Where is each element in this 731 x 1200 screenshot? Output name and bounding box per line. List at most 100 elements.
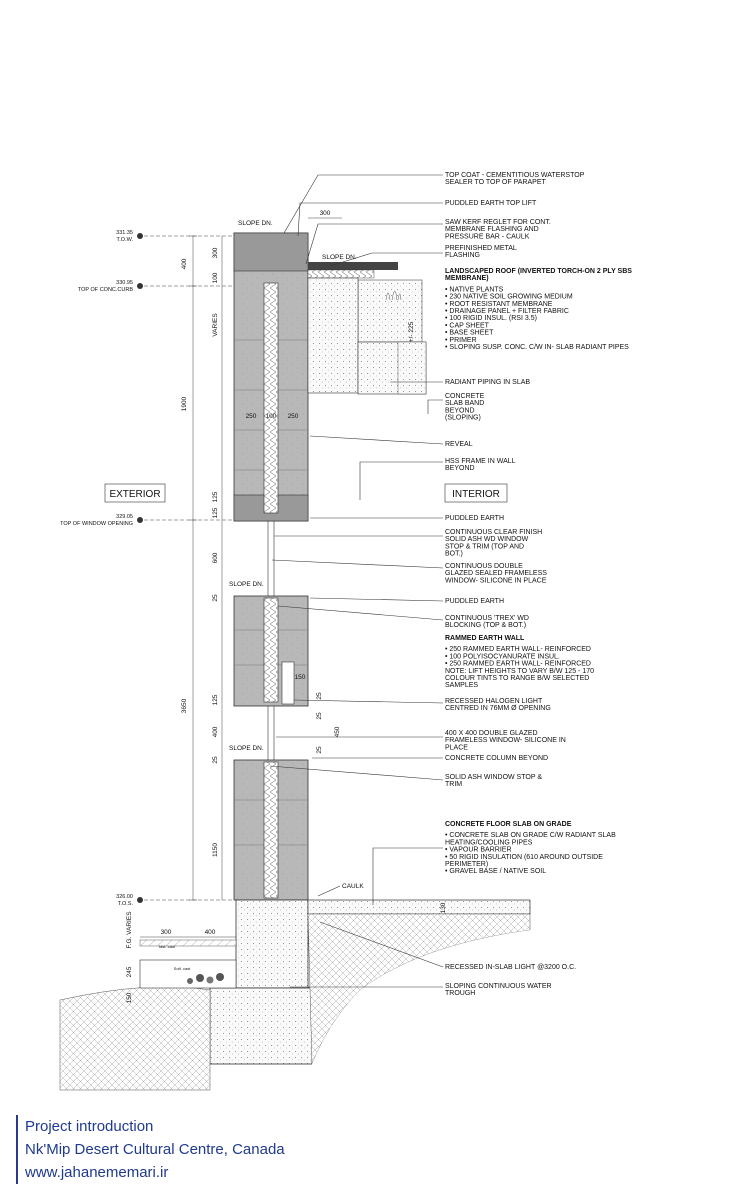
note-line: PUDDLED EARTH [445, 598, 504, 605]
room-labels: EXTERIOR INTERIOR [104, 483, 508, 503]
spec-title: MEMBRANE) [445, 275, 489, 282]
dim-label: 150 [126, 992, 133, 1003]
footer-project: Nk'Mip Desert Cultural Centre, Canada [25, 1141, 285, 1158]
annotation-notes: TOP COAT - CEMENTITIOUS WATERSTOPSEALER … [445, 172, 585, 997]
dim-label: 250 [246, 413, 257, 420]
dim-label: F.G. VARIES [126, 911, 133, 949]
slope-labels: SLOPE DN. SLOPE DN. SLOPE DN. SLOPE DN. … [229, 220, 364, 897]
dim-label: 125 [212, 507, 219, 518]
landscaped-roof [307, 262, 427, 395]
spec-item: • GRAVEL BASE / NATIVE SOIL [445, 868, 546, 875]
dim-label: 100 [266, 413, 277, 420]
spec-item: • SLOPING SUSP. CONC. C/W IN- SLAB RADIA… [445, 344, 629, 351]
spec-item: • 100 POLYISOCYANURATE INSUL. [445, 653, 560, 660]
note-line: PREFINISHED METAL [445, 245, 517, 252]
note-line: RECESSED IN-SLAB LIGHT @3200 O.C. [445, 964, 576, 971]
note-line: FRAMELESS WINDOW- SILICONE IN [445, 737, 566, 744]
dim-label: 125 [212, 491, 219, 502]
note-line: BLOCKING (TOP & BOT.) [445, 622, 526, 629]
dim-label: 450 [334, 726, 341, 737]
interior-label: INTERIOR [452, 489, 500, 500]
foundation [59, 899, 531, 1091]
note-line: CONTINUOUS DOUBLE [445, 563, 523, 570]
dim-label: 3650 [181, 698, 188, 713]
note-line: PLACE [445, 744, 468, 751]
note-line: 400 X 400 DOUBLE GLAZED [445, 730, 538, 737]
note-line: SOLID ASH WD WINDOW [445, 536, 529, 543]
window-glazing [267, 521, 275, 596]
footer-credits: Project introduction Nk'Mip Desert Cultu… [16, 1115, 285, 1184]
dim-label: +/- 225 [408, 321, 415, 342]
note-line: RADIANT PIPING IN SLAB [445, 379, 530, 386]
note-line: TRIM [445, 781, 462, 788]
dim-label: 600 [212, 552, 219, 563]
note-line: CONCRETE [445, 393, 485, 400]
spec-item: • PRIMER [445, 337, 477, 344]
slope-label: SLOPE DN. [229, 581, 264, 588]
dimension-strings: 400 1900 3650 300 100 VARIES 125 125 600… [181, 235, 223, 901]
dim-label: 25 [316, 746, 323, 754]
dim-label: 1150 [212, 843, 219, 857]
spec-title: CONCRETE FLOOR SLAB ON GRADE [445, 821, 572, 828]
spec-item: COLOUR TINTS TO RANGE B/W SELECTED [445, 675, 589, 682]
slope-label: SLOPE DN. [229, 745, 264, 752]
note-line: BEYOND [445, 465, 475, 472]
spec-item: • 100 RIGID INSUL. (RSI 3.5) [445, 315, 537, 322]
dim-label: 25 [212, 594, 219, 602]
note-line: PUDDLED EARTH [445, 515, 504, 522]
dim-label: 400 [212, 726, 219, 737]
level-elev: 329.05 [116, 514, 133, 520]
spec-item: • VAPOUR BARRIER [445, 847, 512, 854]
note-line: SAW KERF REGLET FOR CONT. [445, 219, 551, 226]
spec-item: • 230 NATIVE SOIL GROWING MEDIUM [445, 294, 573, 301]
spec-item: • ROOT RESISTANT MEMBRANE [445, 301, 553, 308]
note-line: PUDDLED EARTH TOP LIFT [445, 200, 537, 207]
note-line: TROUGH [445, 990, 475, 997]
note-line: CONCRETE COLUMN BEYOND [445, 755, 548, 762]
level-name: T.O.S. [118, 901, 134, 907]
spec-item: • NATIVE PLANTS [445, 286, 504, 293]
middle-wall-block [233, 595, 309, 707]
footer-website[interactable]: www.jahanememari.ir [25, 1164, 169, 1181]
dim-label: 125 [212, 694, 219, 705]
small-tag: Soft. cast [174, 966, 192, 971]
note-line: SEALER TO TOP OF PARAPET [445, 179, 546, 186]
exterior-label: EXTERIOR [109, 489, 160, 500]
level-markers: 331.35 T.O.W. 330.95 TOP OF CONC.CURB 32… [60, 230, 234, 907]
spec-item: PERIMETER) [445, 861, 488, 868]
spec-item: • 250 RAMMED EARTH WALL- REINFORCED [445, 646, 591, 653]
spec-item: HEATING/COOLING PIPES [445, 839, 533, 846]
level-elev: 330.95 [116, 280, 133, 286]
leader-lines [269, 174, 444, 988]
dim-label: 400 [205, 929, 216, 936]
note-line: FLASHING [445, 252, 480, 259]
lower-wall-block [233, 759, 309, 901]
spec-item: • 50 RIGID INSULATION (610 AROUND OUTSID… [445, 854, 603, 861]
dim-label: 250 [288, 413, 299, 420]
level-name: TOP OF CONC.CURB [78, 287, 133, 293]
spec-item: SAMPLES [445, 682, 478, 689]
spec-item: • DRAINAGE PANEL + FILTER FABRIC [445, 308, 569, 315]
level-elev: 326.00 [116, 894, 133, 900]
dim-label: 400 [181, 258, 188, 269]
note-line: CONTINUOUS 'TREX' WD [445, 615, 529, 622]
note-line: BEYOND [445, 407, 475, 414]
slope-label: SLOPE DN. [238, 220, 273, 227]
level-name: T.O.W. [117, 237, 134, 243]
dim-label: 300 [212, 247, 219, 258]
note-line: TOP COAT - CEMENTITIOUS WATERSTOP [445, 172, 585, 179]
spec-blocks: LANDSCAPED ROOF (INVERTED TORCH-ON 2 PLY… [445, 268, 632, 875]
level-name: TOP OF WINDOW OPENING [60, 521, 133, 527]
note-line: STOP & TRIM (TOP AND [445, 543, 524, 550]
note-line: SOLID ASH WINDOW STOP & [445, 774, 542, 781]
dim-label: 25 [212, 756, 219, 764]
small-window [267, 706, 275, 760]
dim-label: 1900 [181, 396, 188, 411]
dim-label: VARIES [212, 313, 219, 337]
slope-label: SLOPE DN. [322, 254, 357, 261]
small-tag: fast. caul [159, 944, 175, 949]
note-line: SLAB BAND [445, 400, 484, 407]
note-line: PRESSURE BAR - CAULK [445, 233, 530, 240]
dim-label: 245 [126, 966, 133, 977]
upper-wall-block [233, 232, 309, 522]
